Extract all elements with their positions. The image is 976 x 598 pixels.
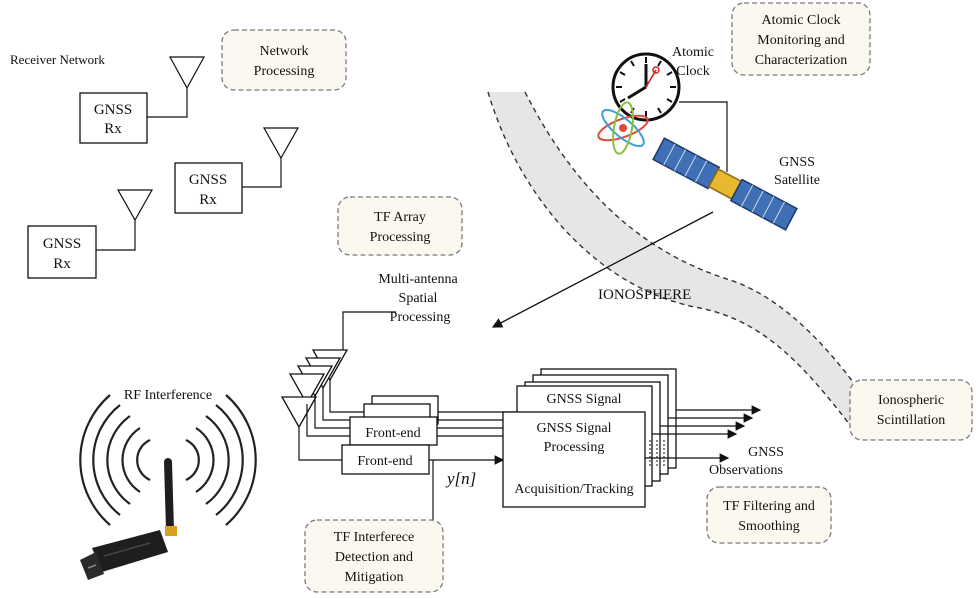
network-processing-line2: Processing — [254, 64, 315, 79]
antenna-icon — [168, 56, 206, 90]
satellite-icon — [652, 137, 798, 231]
antenna-icon — [116, 189, 154, 222]
signal-y-n-label: y[n] — [445, 469, 476, 488]
ionospheric-scintillation-box: Ionospheric Scintillation — [849, 379, 973, 441]
tf-filtering-line2: Smoothing — [738, 519, 799, 534]
tf-interference-line2: Detection and — [335, 550, 413, 565]
jammer-device-icon — [80, 458, 177, 580]
antenna-array — [280, 349, 349, 429]
tf-filtering-box: TF Filtering and Smoothing — [706, 486, 832, 544]
gnss-rx-2: GNSS Rx — [174, 127, 300, 214]
network-processing-box: Network Processing — [221, 29, 347, 91]
tf-interference-box: TF Interferece Detection and Mitigation — [304, 519, 444, 593]
ionosphere-label: IONOSPHERE — [598, 287, 691, 303]
gnss-rx-1-line2: Rx — [104, 121, 122, 137]
acm-line2: Monitoring and — [757, 33, 845, 48]
acm-line3: Characterization — [755, 53, 848, 68]
atom-icon — [597, 101, 649, 155]
rf-interference-label: RF Interference — [124, 388, 212, 403]
multi-antenna-line2: Spatial — [399, 291, 438, 306]
gnss-rx-3-line1: GNSS — [43, 236, 81, 252]
antenna-icon — [280, 396, 318, 429]
gnss-processing-line2: Processing — [544, 440, 605, 455]
gnss-rx-1-line1: GNSS — [94, 102, 132, 118]
gnss-observations-line1: GNSS — [748, 445, 784, 460]
ionospheric-line1: Ionospheric — [878, 393, 944, 408]
acm-line1: Atomic Clock — [762, 13, 841, 28]
clock-icon — [611, 52, 681, 122]
gnss-observations-line2: Observations — [709, 463, 783, 478]
atomic-clock-monitoring-box: Atomic Clock Monitoring and Characteriza… — [731, 2, 871, 76]
atomic-clock-label-1: Atomic — [672, 45, 714, 60]
tf-array-line2: Processing — [370, 230, 431, 245]
gnss-processing-line1: GNSS Signal — [536, 421, 611, 436]
multi-antenna-line1: Multi-antenna — [378, 272, 458, 287]
ionospheric-line2: Scintillation — [877, 413, 945, 428]
tf-array-processing-box: TF Array Processing — [337, 196, 463, 256]
network-processing-line1: Network — [260, 44, 309, 59]
receiver-network-label: Receiver Network — [10, 52, 105, 67]
front-end-label-1: Front-end — [365, 426, 420, 441]
gnss-rx-1: GNSS Rx — [79, 56, 206, 144]
gnss-rx-3: GNSS Rx — [27, 189, 154, 279]
satellite-signal-arrow — [491, 211, 714, 328]
gnss-rx-2-line1: GNSS — [189, 172, 227, 188]
radio-waves-icon — [79, 394, 257, 526]
gnss-signal-back-label: GNSS Signal — [546, 392, 621, 407]
front-end-box-1: Front-end — [349, 416, 438, 446]
tf-array-line1: TF Array — [374, 210, 426, 225]
atomic-clock-label-2: Clock — [676, 64, 709, 79]
tf-interference-line1: TF Interferece — [334, 530, 414, 545]
gnss-signal-processing-box: GNSS Signal Processing Acquisition/Track… — [502, 411, 646, 508]
front-end-box-2: Front-end — [341, 444, 430, 475]
front-end-label-2: Front-end — [357, 454, 412, 469]
ionosphere-band — [487, 91, 881, 426]
antenna-icon — [288, 373, 326, 406]
gnss-rx-2-line2: Rx — [199, 192, 217, 208]
acquisition-tracking-label: Acquisition/Tracking — [514, 482, 633, 497]
tf-interference-line3: Mitigation — [344, 570, 403, 585]
gnss-satellite-label-2: Satellite — [774, 173, 820, 188]
multi-antenna-line3: Processing — [390, 310, 451, 325]
gnss-rx-3-line2: Rx — [53, 256, 71, 272]
antenna-icon — [262, 127, 300, 160]
gnss-satellite-label-1: GNSS — [779, 155, 815, 170]
tf-filtering-line1: TF Filtering and — [723, 499, 815, 514]
